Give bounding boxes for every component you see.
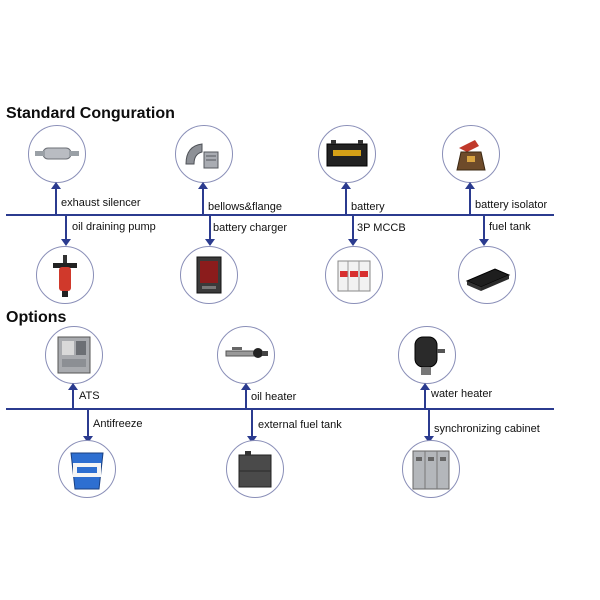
antifreeze-bucket-icon [58,440,116,498]
standard-bus-line [6,214,554,216]
water-heater-arrow [420,383,430,408]
exhaust-silencer-label: exhaust silencer [61,197,141,209]
battery-isolator-label: battery isolator [475,199,548,211]
options-bus-line [6,408,554,410]
oil-draining-pump-label: oil draining pump [72,221,156,233]
oil-heater-label: oil heater [251,391,297,403]
bellows-flange-arrow [198,182,208,214]
mccb-arrow [348,216,358,246]
synchronizing-cabinet-arrow [424,410,434,443]
standard-section-title: Standard Conguration [6,105,175,122]
oil-heater-arrow [241,383,251,408]
synchronizing-cabinet-label: synchronizing cabinet [434,423,540,435]
synchronizing-cabinet-icon [402,440,460,498]
battery-isolator-icon [442,125,500,183]
external-fuel-tank-icon [226,440,284,498]
mccb-breaker-icon [325,246,383,304]
battery-arrow [341,182,351,214]
mccb-label: 3P MCCB [357,222,406,234]
ats-cabinet-icon [45,326,103,384]
oil-draining-pump-icon [36,246,94,304]
ats-label: ATS [79,390,100,402]
battery-charger-label: battery charger [213,222,287,234]
antifreeze-arrow [83,410,93,443]
water-heater-label: water heater [431,388,493,400]
options-section-title: Options [6,309,67,326]
oil-heater-icon [217,326,275,384]
battery-icon [318,125,376,183]
battery-label: battery [351,201,385,213]
battery-isolator-arrow [465,182,475,214]
external-fuel-tank-label: external fuel tank [258,419,342,431]
bellows-flange-label: bellows&flange [208,201,282,213]
water-heater-icon [398,326,456,384]
oil-draining-pump-arrow [61,216,71,246]
exhaust-silencer-arrow [51,182,61,214]
antifreeze-label: Antifreeze [93,418,143,430]
external-fuel-tank-arrow [247,410,257,443]
fuel-tank-icon [458,246,516,304]
battery-charger-icon [180,246,238,304]
fuel-tank-label: fuel tank [489,221,531,233]
exhaust-silencer-icon [28,125,86,183]
battery-charger-arrow [205,216,215,246]
ats-arrow [68,383,78,408]
bellows-flange-icon [175,125,233,183]
fuel-tank-arrow [479,216,489,246]
